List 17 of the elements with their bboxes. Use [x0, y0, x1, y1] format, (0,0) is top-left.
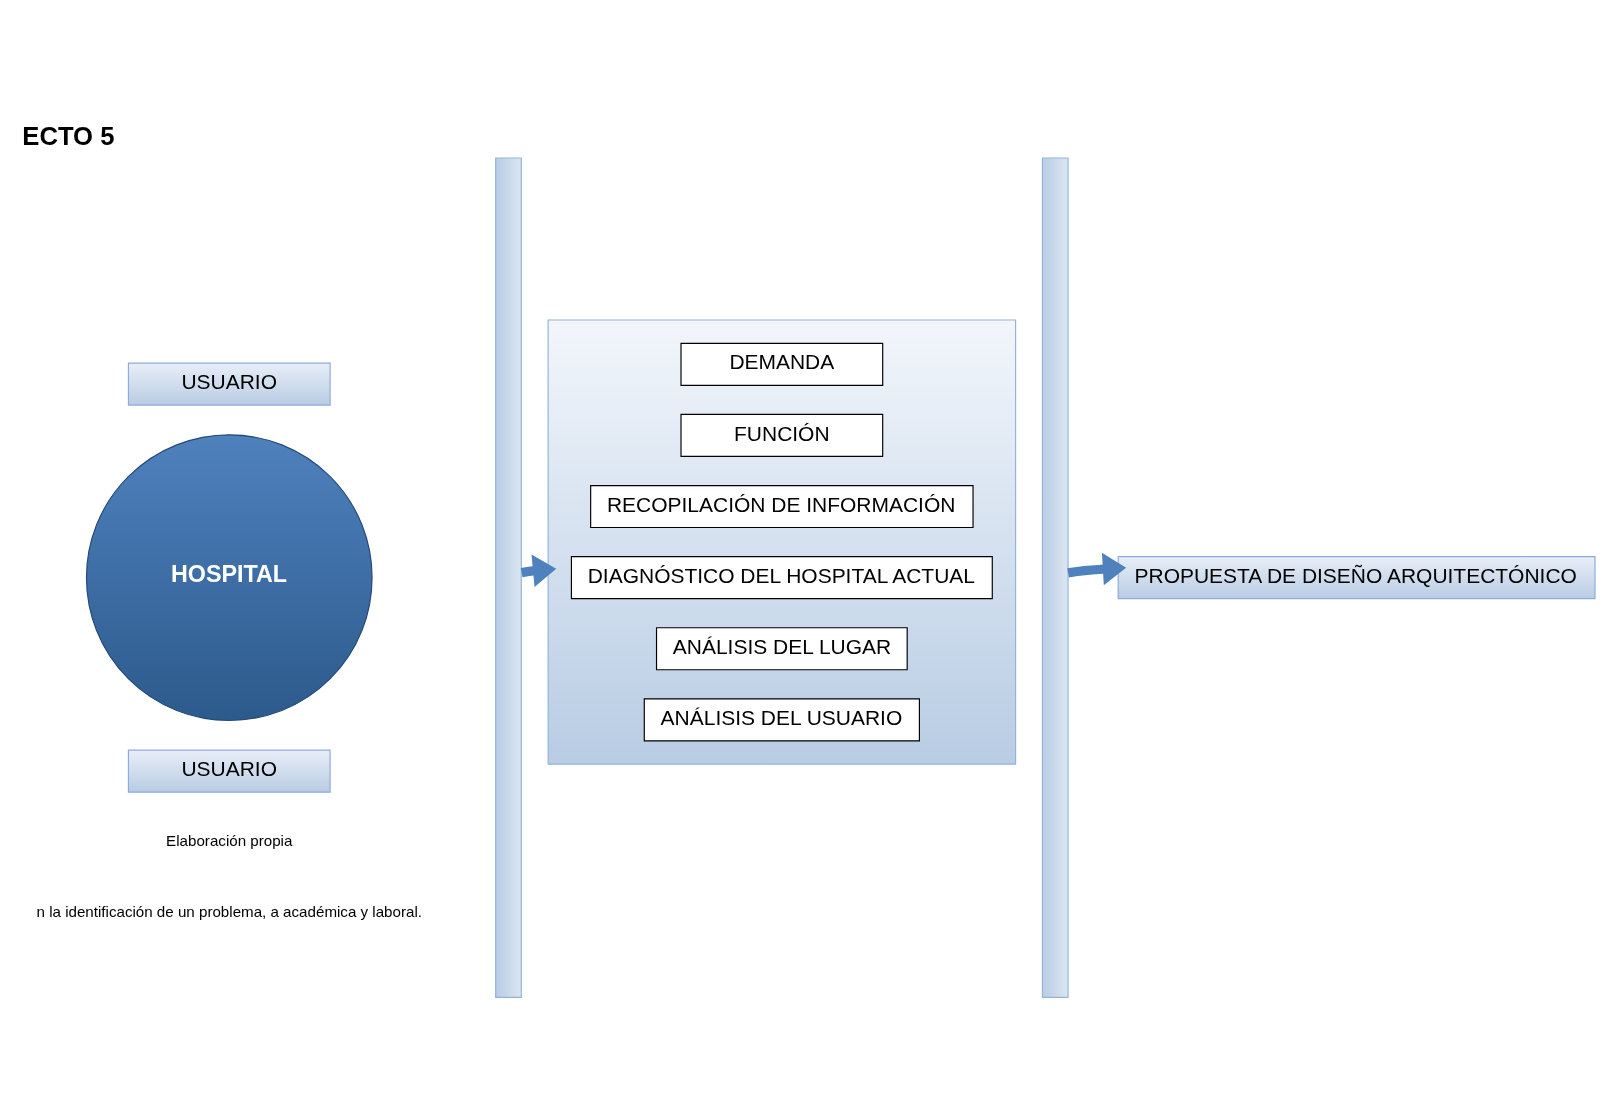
label: Elaboración propia [166, 832, 293, 850]
node-box: USUARIO [127, 362, 331, 406]
node-box: DEMANDA [680, 342, 884, 386]
label: n la identificación de un problema, a académica y laboral. [36, 903, 423, 921]
node-box: ANÁLISIS DEL LUGAR [655, 627, 908, 671]
node-box: ANÁLISIS DEL USUARIO [643, 698, 920, 742]
cluster [547, 319, 1017, 765]
node-box: PROPUESTA DE DISEÑO ARQUITECTÓNICO [1117, 556, 1596, 600]
arrow [1067, 552, 1127, 586]
node-bar [1041, 157, 1069, 998]
node-box: FUNCIÓN [680, 413, 884, 457]
node-bar [495, 157, 522, 998]
node-circle: HOSPITAL [85, 434, 373, 722]
diagram-title: ECTO 5 [22, 121, 115, 150]
node-box: RECOPILACIÓN DE INFORMACIÓN [590, 484, 974, 529]
node-box: USUARIO [127, 749, 331, 793]
node-box: DIAGNÓSTICO DEL HOSPITAL ACTUAL [570, 556, 993, 600]
